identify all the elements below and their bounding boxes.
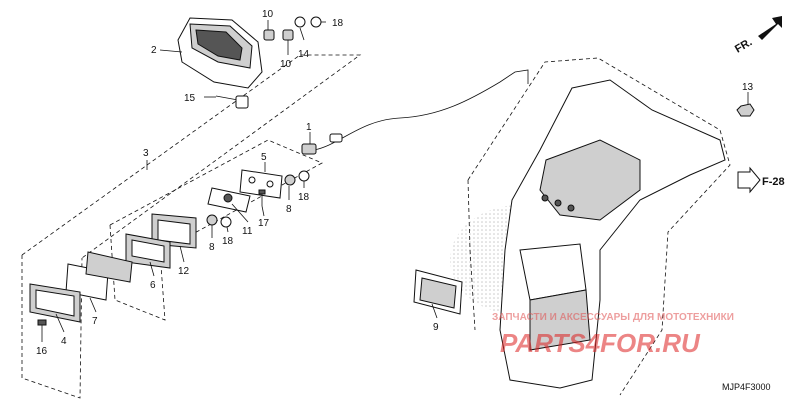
callout-18c: 18: [222, 236, 234, 247]
watermark-line2: PARTS4FOR.RU: [500, 328, 701, 358]
washer-18c: [298, 170, 310, 182]
callout-17: 17: [258, 218, 270, 229]
screw-16: [37, 319, 47, 335]
callout-1: 1: [306, 122, 312, 133]
watermark-line1: ЗАПЧАСТИ И АКСЕССУАРЫ ДЛЯ МОТОТЕХНИКИ: [492, 312, 734, 323]
callout-13: 13: [742, 82, 754, 93]
callout-10a: 10: [262, 9, 274, 20]
callout-11: 11: [242, 226, 253, 237]
reference-label: F-28: [762, 176, 785, 188]
washer-18d: [220, 216, 232, 228]
callout-8b: 8: [209, 242, 215, 253]
gasket-5: [239, 169, 283, 199]
nut-13: [736, 103, 755, 117]
assembly-outline-lens-group: [109, 139, 323, 321]
direction-label: FR.: [733, 36, 754, 55]
leader-lines: [41, 20, 749, 342]
callout-4: 4: [61, 336, 67, 347]
callout-3: 3: [143, 148, 149, 159]
license-lens-4: [29, 283, 81, 323]
callout-14: 14: [298, 49, 310, 60]
nut-14: [282, 29, 294, 41]
reflector-9: [413, 269, 463, 315]
callout-2: 2: [151, 45, 157, 56]
screw-17: [258, 189, 266, 206]
callout-8a: 8: [286, 204, 292, 215]
bracket-11: [207, 187, 251, 213]
nut-10a: [263, 29, 275, 41]
callout-12: 12: [178, 266, 190, 277]
callout-9: 9: [433, 322, 439, 333]
rear-fender-3: [499, 79, 726, 389]
assembly-outline-fender: [467, 57, 731, 396]
callout-18b: 18: [298, 192, 310, 203]
license-light-wire: [301, 69, 529, 155]
callout-15: 15: [184, 93, 196, 104]
tail-light-housing: [177, 17, 263, 89]
connector-15: [215, 95, 249, 109]
washer-18b: [310, 16, 322, 28]
front-direction-arrow: [758, 16, 782, 40]
nut-8a: [284, 174, 296, 186]
reference-arrow: [737, 166, 761, 194]
seal-6: [125, 233, 171, 269]
callout-16: 16: [36, 346, 48, 357]
callout-10b: 10: [280, 59, 292, 70]
nut-8b: [206, 214, 218, 226]
assembly-outline-tail-light: [21, 54, 362, 399]
callout-6: 6: [150, 280, 156, 291]
diagram-code: MJP4F3000: [722, 382, 771, 392]
callout-18a: 18: [332, 18, 344, 29]
callout-7: 7: [92, 316, 98, 327]
washer-18a: [294, 16, 306, 28]
lens-holder-12: [151, 213, 197, 249]
callout-5: 5: [261, 152, 267, 163]
